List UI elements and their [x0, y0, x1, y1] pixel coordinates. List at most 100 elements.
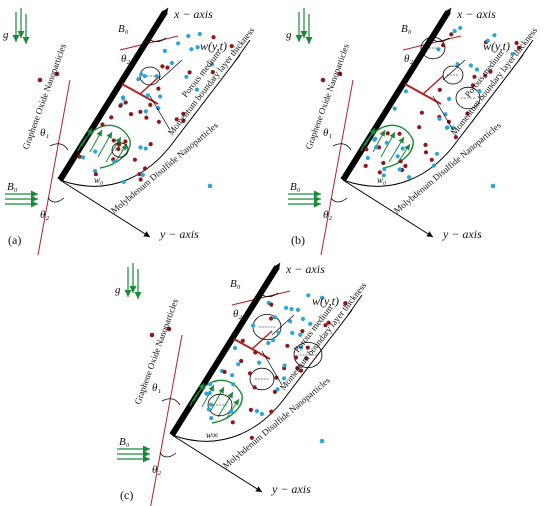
mos2-particle — [290, 330, 295, 335]
graphene-oxide-particle — [488, 69, 493, 74]
graphene-oxide-particle — [272, 389, 277, 394]
mos2-particle — [254, 408, 259, 414]
b0-bottom-label: B₀ — [290, 181, 301, 193]
theta2-top-arc — [149, 37, 167, 42]
velocity-label: w(y,t) — [200, 39, 227, 53]
panel-label: (a) — [8, 233, 21, 247]
mos2-particle — [257, 360, 262, 365]
theta2-top-arc — [261, 292, 279, 297]
mos2-particle — [474, 67, 480, 72]
graphene-oxide-particle — [252, 385, 257, 390]
graphene-oxide-particle — [123, 100, 128, 105]
graphene-oxide-particle — [253, 350, 258, 355]
theta1-label: θ₁ — [323, 127, 332, 139]
graphene-legend-dot — [149, 332, 155, 338]
pore-circle — [207, 393, 233, 417]
mos2-particle — [365, 155, 370, 161]
mos2-particle — [206, 407, 211, 412]
graphene-oxide-particle — [156, 86, 161, 91]
pore-circle — [442, 65, 464, 85]
graphene-oxide-particle — [423, 142, 428, 147]
graphene-oxide-particle — [248, 407, 253, 412]
graphene-oxide-particle — [123, 139, 128, 144]
graphene-oxide-particle — [300, 329, 305, 334]
mos2-particle — [298, 332, 303, 337]
pore-circle — [293, 342, 323, 369]
boundary-leader-line — [261, 350, 283, 386]
b0-bottom-label: B₀ — [119, 436, 130, 448]
mos2-particle — [143, 146, 148, 151]
mos2-legend-dot — [490, 183, 496, 189]
theta2-bottom-label: θ₂ — [40, 209, 49, 221]
outer-edge-line — [347, 294, 363, 316]
mos2-particle — [289, 306, 294, 312]
graphene-legend-dot — [37, 77, 43, 83]
mos2-particle — [184, 74, 189, 79]
graphene-oxide-particle — [118, 103, 123, 108]
graphene-oxide-particle — [364, 147, 369, 152]
graphene-oxide-particle — [128, 112, 134, 117]
boundary-leader-line — [149, 95, 171, 131]
mos2-particle — [208, 382, 213, 387]
graphene-oxide-particle — [229, 44, 234, 49]
graphene-oxide-particle — [514, 40, 519, 46]
b0-top-label: B₀ — [230, 278, 241, 290]
y-axis-label: y − axis — [442, 227, 482, 241]
mos2-particle — [176, 41, 181, 46]
mos2-particle — [136, 77, 141, 82]
panel-label: (b) — [291, 233, 305, 247]
wall-velocity-label: w₀ — [377, 175, 386, 185]
graphene-oxide-particle — [429, 157, 434, 162]
graphene-oxide-particle — [187, 70, 192, 75]
graphene-oxide-particle — [299, 368, 304, 373]
mos2-particle — [373, 145, 379, 150]
mos2-particle — [288, 319, 293, 324]
porous-leader-line — [159, 59, 183, 81]
graphene-oxide-particle — [165, 65, 170, 70]
mos2-particle — [275, 387, 280, 392]
graphene-oxide-particle — [323, 323, 328, 328]
x-axis-arrow — [159, 7, 169, 21]
graphene-oxide-particle — [441, 43, 446, 48]
velocity-arrow — [81, 127, 93, 147]
outer-edge-line — [518, 39, 534, 61]
boundary-layer-outline — [171, 309, 353, 442]
theta2-top-arc — [432, 37, 450, 42]
mos2-particle — [276, 330, 281, 335]
mos2-particle — [210, 62, 215, 67]
mos2-particle — [452, 29, 457, 34]
mos2-particle — [121, 179, 126, 184]
graphene-oxide-particle — [343, 301, 348, 306]
mos2-label: Molybdenum Disulfide Nanoparticles — [392, 120, 503, 216]
mos2-particle — [306, 293, 311, 298]
mos2-particle — [145, 93, 150, 98]
graphene-oxide-particle — [156, 119, 161, 124]
graphene-oxide-particle — [363, 163, 368, 168]
velocity-arrow — [364, 127, 376, 147]
mos2-particle — [272, 315, 278, 320]
porous-leader-line — [271, 314, 295, 336]
velocity-arrow — [209, 386, 225, 413]
theta1-label: θ₁ — [40, 127, 49, 139]
mos2-particle — [372, 137, 377, 142]
graphene-oxide-particle — [269, 302, 274, 307]
mos2-particle — [295, 307, 301, 312]
mos2-particle — [230, 373, 235, 378]
graphene-oxide-particle — [144, 115, 149, 120]
y-axis-arrow — [59, 179, 151, 238]
mos2-legend-dot — [319, 438, 325, 444]
graphene-oxide-particle — [295, 366, 300, 371]
graphene-oxide-particle — [109, 115, 114, 120]
boundary-thickness-tick — [251, 330, 273, 350]
mos2-particle — [510, 51, 515, 57]
mos2-particle — [81, 155, 86, 160]
graphene-oxide-particle — [210, 70, 215, 75]
pore-circle — [249, 367, 275, 391]
theta2-top-label: θ₂ — [233, 308, 242, 320]
outer-edge-line — [235, 39, 251, 61]
magnetic-inclination-line — [320, 79, 354, 256]
mos2-particle — [458, 25, 463, 31]
b0-top-label: B₀ — [401, 23, 412, 35]
gravity-label: g — [286, 29, 292, 41]
graphene-oxide-particle — [326, 320, 331, 325]
